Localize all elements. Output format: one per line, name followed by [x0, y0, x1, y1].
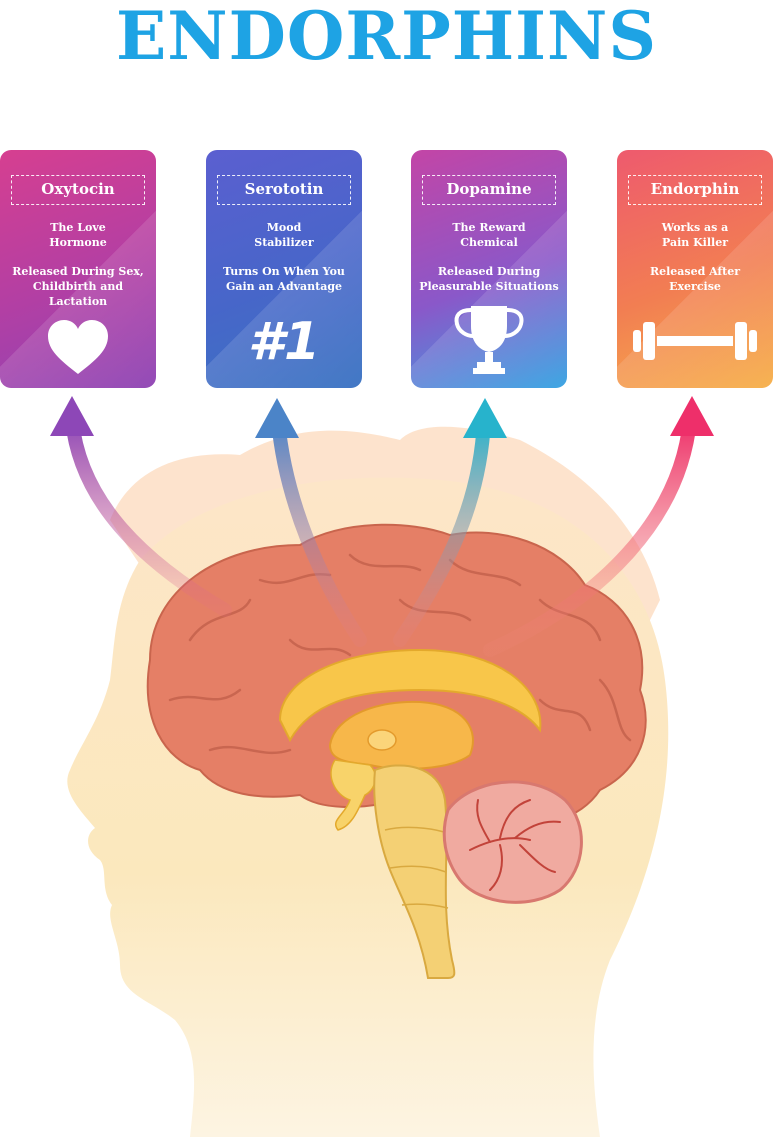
hair-shape [110, 426, 660, 640]
card-name: Endorphin [628, 175, 762, 205]
brainstem [373, 764, 456, 979]
card-endorphin: Endorphin Works as a Pain Killer Release… [617, 150, 773, 388]
arrow-serototin [255, 398, 367, 647]
card-name: Serototin [217, 175, 351, 205]
trophy-icon [454, 306, 524, 374]
arrow-oxytocin [50, 396, 232, 617]
arrow-endorphin [483, 396, 714, 657]
card-subtitle: Mood Stabilizer [254, 221, 314, 249]
page-title: ENDORPHINS [115, 0, 658, 75]
arrow-dopamine [393, 398, 507, 647]
card-subtitle: The Love Hormone [49, 221, 107, 249]
card-oxytocin: Oxytocin The Love Hormone Released Durin… [0, 150, 156, 388]
card-dopamine: Dopamine The Reward Chemical Released Du… [411, 150, 567, 388]
card-description: Released During Sex, Childbirth and Lact… [12, 265, 144, 308]
card-description: Turns On When You Gain an Advantage [223, 265, 345, 293]
card-serototin: Serototin Mood Stabilizer Turns On When … [206, 150, 362, 388]
dumbbell-icon [633, 322, 757, 360]
heart-icon [48, 320, 108, 374]
card-description: Released After Exercise [649, 265, 741, 293]
number-one-icon: #1 [247, 312, 321, 372]
brain-folds [168, 553, 632, 755]
corpus-callosum [278, 648, 542, 743]
card-name: Dopamine [422, 175, 556, 205]
card-subtitle: The Reward Chemical [452, 221, 526, 249]
card-name: Oxytocin [11, 175, 145, 205]
arbor-vitae [469, 799, 561, 891]
card-subtitle: Works as a Pain Killer [661, 221, 729, 249]
cerebellum [442, 780, 583, 904]
card-description: Released During Pleasurable Situations [419, 265, 559, 293]
pineal-region [367, 729, 397, 751]
brainstem-lines [384, 826, 449, 909]
